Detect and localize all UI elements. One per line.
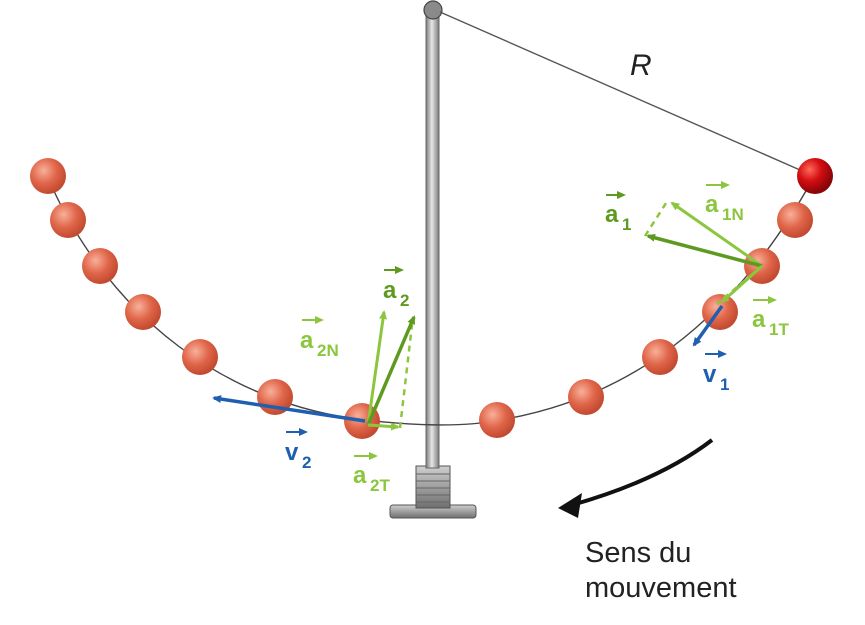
svg-text:1N: 1N — [722, 205, 744, 224]
ball — [182, 339, 218, 375]
caption-line-2: mouvement — [585, 572, 737, 604]
a1N-arrow — [670, 201, 763, 268]
svg-text:1: 1 — [622, 215, 631, 234]
a2N-arrow — [366, 310, 387, 426]
label-a1T: a 1T — [752, 296, 789, 339]
stand-base-block — [415, 465, 451, 509]
svg-text:a: a — [353, 462, 367, 489]
label-v2: v 2 — [285, 428, 311, 472]
svg-text:v: v — [703, 361, 717, 388]
svg-text:a: a — [705, 191, 719, 218]
label-a1: a 1 — [605, 191, 631, 234]
label-a2T: a 2T — [353, 452, 390, 495]
svg-text:2: 2 — [302, 453, 311, 472]
radius-string — [439, 11, 801, 171]
pivot-knob — [423, 0, 443, 20]
a2T-arrow — [367, 422, 400, 431]
label-a1N: a 1N — [705, 181, 744, 224]
ball — [642, 339, 678, 375]
vectors-position-2 — [212, 310, 416, 431]
svg-text:v: v — [285, 439, 299, 466]
stand-base-ridges — [416, 473, 450, 503]
a1N-dashed-projection — [643, 199, 670, 237]
svg-text:a: a — [383, 277, 397, 304]
trajectory-arc — [47, 174, 816, 426]
a1-arrow — [646, 233, 763, 268]
label-a2N: a 2N — [300, 316, 339, 360]
ball — [777, 202, 813, 238]
vectors-position-1 — [643, 199, 764, 347]
ball — [125, 294, 161, 330]
svg-text:1: 1 — [720, 375, 729, 394]
a2-arrow — [366, 315, 416, 426]
stand-pole — [425, 11, 440, 469]
a1T-arrow — [720, 264, 764, 304]
v1-arrow — [692, 304, 724, 347]
label-a2: a 2 — [383, 266, 409, 310]
label-v1: v 1 — [703, 350, 729, 394]
ball — [568, 379, 604, 415]
svg-text:a: a — [300, 327, 314, 354]
svg-text:2T: 2T — [370, 476, 390, 495]
svg-text:a: a — [605, 201, 619, 228]
a2T-dashed-projection — [398, 324, 414, 429]
motion-direction-arrow — [558, 438, 714, 518]
caption-line-1: Sens du — [585, 537, 692, 569]
svg-text:2: 2 — [400, 291, 409, 310]
ball — [479, 402, 515, 438]
motion-caption: Sens du mouvement — [585, 536, 825, 606]
svg-text:1T: 1T — [769, 320, 789, 339]
v2-arrow — [212, 395, 366, 423]
svg-text:a: a — [752, 306, 766, 333]
ball — [30, 158, 66, 194]
stand — [389, 0, 477, 519]
ball-start-red — [797, 158, 833, 194]
svg-text:2N: 2N — [317, 341, 339, 360]
radius-label: R — [630, 49, 652, 82]
ball — [50, 202, 86, 238]
ball — [82, 248, 118, 284]
